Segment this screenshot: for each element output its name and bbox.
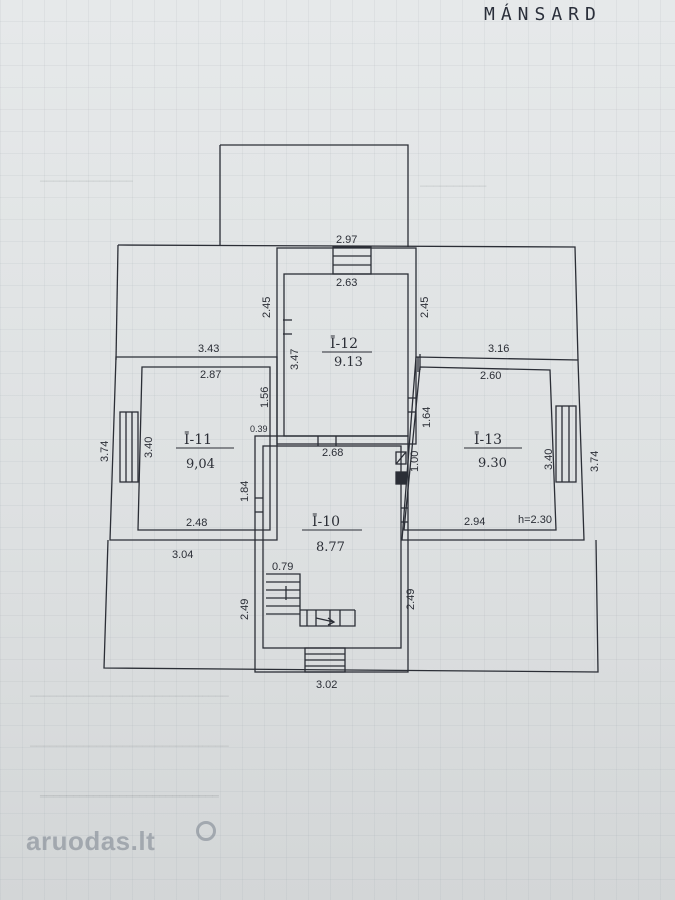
room-11-outer-wall — [109, 356, 278, 541]
dim-label: 2.49 — [405, 589, 417, 610]
room-12-id: Ī-12 — [330, 334, 358, 352]
top-door-opening — [332, 246, 372, 275]
dim-label: 1.56 — [259, 387, 271, 408]
entrance-steps — [304, 647, 346, 673]
dim-label: 3.04 — [172, 549, 193, 561]
bleed-through-text: ────────────── — [40, 175, 133, 188]
bleed-through-text: ────────────────────────────── — [30, 690, 229, 703]
room-13-inner-wall — [403, 366, 557, 531]
chimney-icon — [395, 471, 407, 485]
dim-label: 2.97 — [336, 234, 357, 246]
bleed-through-text: ────────── — [420, 180, 487, 193]
watermark-logo: aruodas.lt — [26, 826, 156, 856]
dim-label: 3.47 — [289, 349, 301, 370]
dim-label: 3.74 — [589, 451, 601, 472]
dim-label: 2.87 — [200, 369, 221, 381]
dim-label: 3.16 — [488, 343, 509, 355]
dim-label: 2.45 — [419, 297, 431, 318]
dim-label: 3.40 — [543, 449, 555, 470]
dim-label: 1.00 — [409, 451, 421, 472]
dim-label: 2.48 — [186, 517, 207, 529]
dimension-labels: 2.97 2.63 2.45 2.45 3.47 1.56 1.64 3.43 … — [99, 234, 601, 691]
dim-label: 2.49 — [239, 599, 251, 620]
bleed-through-text: ═══════════════════════════ — [40, 790, 219, 803]
room-11-window — [119, 411, 139, 483]
bleed-through-text: ────────────────────────────── — [30, 740, 229, 753]
room-12-outer-wall — [276, 247, 417, 445]
room-13-outer-wall — [401, 356, 585, 541]
dim-label: 0.39 — [250, 424, 268, 434]
room-13-id: Ī-13 — [474, 430, 502, 448]
dim-label: 2.94 — [464, 516, 485, 528]
dim-label: 2.68 — [322, 447, 343, 459]
dim-label: 3.02 — [316, 679, 337, 691]
outer-left-upper — [115, 244, 119, 361]
dim-label: 1.84 — [239, 481, 251, 502]
page-title: MÁNSARD — [484, 4, 602, 25]
dim-label: 3.74 — [99, 441, 111, 462]
dim-label: 3.40 — [143, 437, 155, 458]
outer-top-boundary — [117, 244, 579, 361]
room-11-id: Ī-11 — [184, 430, 212, 448]
dim-label: 2.63 — [336, 277, 357, 289]
outer-bottom-boundary — [103, 539, 599, 673]
dim-label: 1.64 — [421, 407, 433, 428]
dim-label: 2.60 — [480, 370, 501, 382]
room-13-area: 9.30 — [478, 456, 507, 471]
room-labels: Ī-12 9.13 Ī-11 9,04 Ī-13 9.30 Ī-10 8.77 — [176, 334, 522, 555]
dim-label: 3.43 — [198, 343, 219, 355]
dim-label: 2.45 — [261, 297, 273, 318]
room-10-area: 8.77 — [316, 540, 345, 555]
room-10-id: Ī-10 — [312, 512, 340, 530]
vent-icon — [395, 451, 407, 465]
dim-label: 0.79 — [272, 561, 293, 573]
room-12-area: 9.13 — [334, 355, 363, 370]
staircase — [266, 573, 356, 627]
dim-label: h=2.30 — [518, 514, 552, 526]
room-11-area: 9,04 — [186, 457, 215, 472]
room-13-window — [555, 405, 577, 483]
room-11-inner-wall — [137, 366, 271, 531]
watermark-circle-icon — [196, 821, 216, 841]
roof-top-outline — [220, 144, 409, 247]
